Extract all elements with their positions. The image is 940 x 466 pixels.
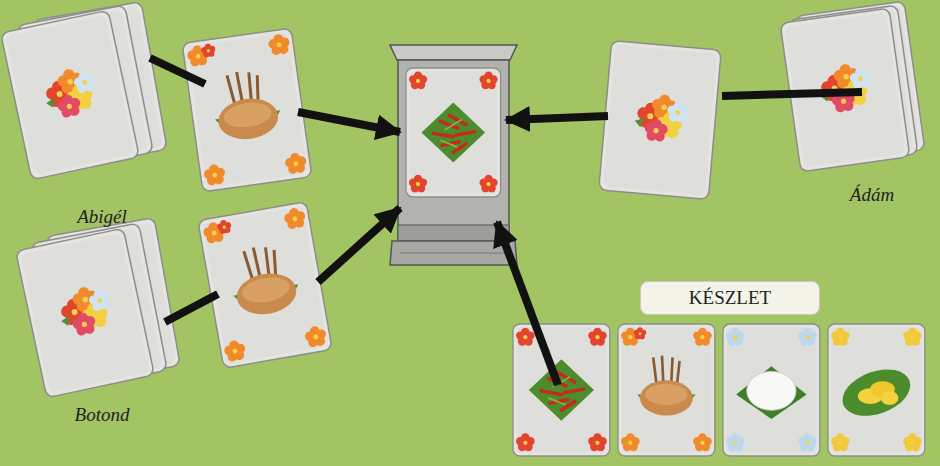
played-card	[198, 202, 332, 369]
player-name: Abigél	[77, 206, 127, 229]
supply-label: KÉSZLET	[689, 287, 771, 309]
supply-card	[618, 324, 715, 456]
played-card	[182, 28, 312, 192]
player-name: Botond	[75, 404, 130, 427]
player-name: Ádám	[850, 184, 894, 207]
supply-card	[513, 324, 610, 456]
played-card	[599, 40, 722, 199]
supply-label-box: KÉSZLET	[640, 281, 820, 315]
card-back	[1, 10, 140, 180]
flow-arrows	[150, 58, 862, 385]
supply-card	[723, 324, 820, 456]
center-card	[406, 68, 501, 197]
supply-card	[828, 324, 925, 456]
card-back	[16, 228, 155, 398]
